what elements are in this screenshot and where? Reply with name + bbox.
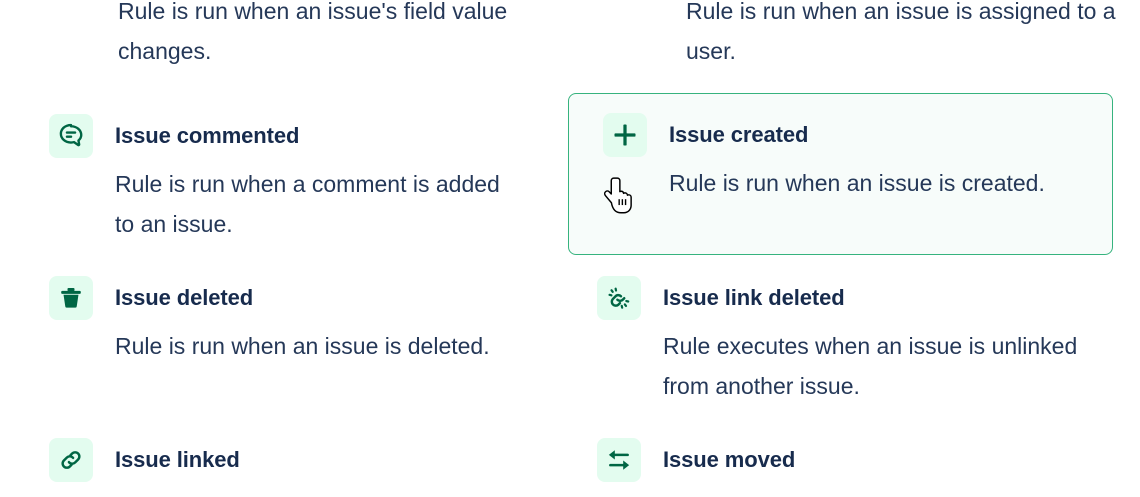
trigger-option-issue-deleted[interactable]: Issue deleted Rule is run when an issue …: [34, 263, 534, 381]
trigger-list-board: Rule is run when an issue's field value …: [34, 0, 1116, 482]
comment-bubble-icon: [49, 114, 93, 158]
partial-trigger-description-left: Rule is run when an issue's field value …: [118, 0, 508, 64]
trigger-option-issue-moved[interactable]: Issue moved: [582, 425, 1102, 497]
trigger-description: Rule is run when an issue is created.: [669, 170, 1045, 196]
trigger-option-issue-linked[interactable]: Issue linked: [34, 425, 534, 497]
trigger-header: Issue link deleted: [597, 276, 1087, 320]
trigger-description: Rule is run when an issue is deleted.: [115, 333, 490, 359]
trigger-title: Issue created: [669, 122, 809, 147]
trigger-title: Issue moved: [663, 447, 796, 472]
trigger-option-issue-commented[interactable]: Issue commented Rule is run when a comme…: [34, 101, 534, 259]
trigger-header: Issue moved: [597, 438, 1087, 482]
trigger-header: Issue commented: [49, 114, 519, 158]
trash-can-icon: [49, 276, 93, 320]
trigger-title: Issue link deleted: [663, 285, 845, 310]
trigger-header: Issue deleted: [49, 276, 519, 320]
chain-link-icon: [49, 438, 93, 482]
partial-trigger-description-right: Rule is run when an issue is assigned to…: [686, 0, 1116, 64]
trigger-description: Rule is run when a comment is added to a…: [115, 171, 500, 237]
broken-link-icon: [597, 276, 641, 320]
plus-icon: [603, 113, 647, 157]
trigger-description: Rule executes when an issue is unlinked …: [663, 333, 1078, 399]
move-arrows-icon: [597, 438, 641, 482]
trigger-title: Issue deleted: [115, 285, 254, 310]
trigger-option-issue-created[interactable]: Issue created Rule is run when an issue …: [568, 93, 1113, 255]
trigger-header: Issue linked: [49, 438, 519, 482]
trigger-header: Issue created: [583, 106, 1098, 157]
trigger-option-issue-link-deleted[interactable]: Issue link deleted Rule executes when an…: [582, 263, 1102, 421]
trigger-title: Issue linked: [115, 447, 240, 472]
trigger-title: Issue commented: [115, 123, 300, 148]
